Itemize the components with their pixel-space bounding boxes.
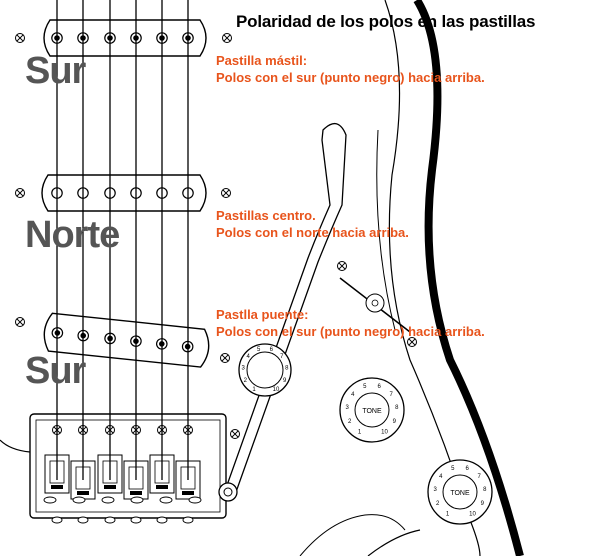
saddle-spring xyxy=(51,485,63,489)
intonation-screw xyxy=(130,496,144,504)
intonation-screw xyxy=(159,496,173,504)
knob-tick: 3 xyxy=(345,405,349,411)
knob-tick: 2 xyxy=(348,419,352,425)
knob-tick: 5 xyxy=(451,466,455,472)
knob-tick: 4 xyxy=(246,354,250,360)
knob-tick: 6 xyxy=(377,384,381,390)
knob-tick: 2 xyxy=(436,501,440,507)
intonation-screw xyxy=(43,496,57,504)
saddle-spring xyxy=(156,485,168,489)
bridge-note: Pastlla puente: Polos con el sur (punto … xyxy=(216,306,485,340)
tremolo-arm xyxy=(218,123,347,502)
knob-tick: 8 xyxy=(285,365,289,371)
knob-tick: 7 xyxy=(389,392,393,398)
screw-slot xyxy=(408,338,416,346)
knob-tick: 8 xyxy=(483,487,487,493)
saddle-spring xyxy=(130,491,142,495)
knob-tick: 4 xyxy=(439,474,443,480)
tone-label-1: TONE xyxy=(362,408,382,415)
string-hole xyxy=(51,516,63,524)
knob-tick: 3 xyxy=(241,365,245,371)
knob-tick: 9 xyxy=(393,419,397,425)
knob-tick: 7 xyxy=(477,474,481,480)
tone-label-2: TONE xyxy=(450,490,470,497)
knob-tick: 9 xyxy=(283,378,287,384)
bridge-polarity-label: Sur xyxy=(25,350,86,392)
strings xyxy=(56,0,189,480)
knob-tick: 6 xyxy=(465,466,469,472)
knob-tick: 1 xyxy=(252,387,256,393)
knob-tick: 10 xyxy=(273,387,280,393)
middle-note: Pastillas centro. Polos con el norte hac… xyxy=(216,207,409,241)
string-hole xyxy=(156,516,168,524)
body-edge xyxy=(413,0,524,556)
intonation-screw xyxy=(72,496,86,504)
knob-tick: 6 xyxy=(270,347,274,353)
saddle-spring xyxy=(182,491,194,495)
middle-polarity-label: Norte xyxy=(25,214,120,256)
screw-slot xyxy=(221,354,229,362)
bridge-note-title: Pastlla puente: xyxy=(216,307,309,322)
knob-tick: 8 xyxy=(395,405,399,411)
middle-note-text: Polos con el norte hacia arriba. xyxy=(216,225,409,240)
neck-note-title: Pastilla mástil: xyxy=(216,53,308,68)
diagram-title: Polaridad de los polos en las pastillas xyxy=(236,12,536,31)
bridge-note-text: Polos con el sur (punto negro) hacia arr… xyxy=(216,324,485,339)
intonation-screw xyxy=(188,496,202,504)
knob-tick: 5 xyxy=(257,347,261,353)
middle-note-title: Pastillas centro. xyxy=(216,208,316,223)
selector-switch xyxy=(339,277,411,333)
middle-pickup xyxy=(41,174,207,212)
string-hole xyxy=(182,516,194,524)
screw-slot xyxy=(16,318,24,326)
neck-polarity-label: Sur xyxy=(25,50,86,92)
tone-knob-2: TONE 12 3 4 5 6 7 8 9 10 xyxy=(427,459,493,525)
screw-slot xyxy=(222,189,230,197)
knob-tick: 7 xyxy=(280,354,284,360)
screw-slot xyxy=(223,34,231,42)
knob-tick: 5 xyxy=(363,384,367,390)
screw-slot xyxy=(338,262,346,270)
neck-note-text: Polos con el sur (punto negro) hacia arr… xyxy=(216,70,485,85)
knob-tick: 9 xyxy=(481,501,485,507)
knob-tick: 1 xyxy=(358,430,362,436)
neck-note: Pastilla mástil: Polos con el sur (punto… xyxy=(216,52,485,86)
knob-tick: 1 xyxy=(446,512,450,518)
knob-tick: 10 xyxy=(469,512,476,518)
string-hole xyxy=(77,516,89,524)
knob-tick: 10 xyxy=(381,430,388,436)
knob-tick: 2 xyxy=(244,378,248,384)
string-hole xyxy=(104,516,116,524)
intonation-screw xyxy=(101,496,115,504)
saddle-spring xyxy=(77,491,89,495)
knob-tick: 3 xyxy=(433,487,437,493)
string-hole xyxy=(130,516,142,524)
screw-slot xyxy=(231,430,239,438)
tone-knob-1: TONE 12 3 4 5 6 7 8 9 10 xyxy=(339,377,405,443)
screw-slot xyxy=(16,34,24,42)
screw-slot xyxy=(16,189,24,197)
saddle-spring xyxy=(104,485,116,489)
bridge-plate xyxy=(29,413,227,524)
knob-tick: 4 xyxy=(351,392,355,398)
